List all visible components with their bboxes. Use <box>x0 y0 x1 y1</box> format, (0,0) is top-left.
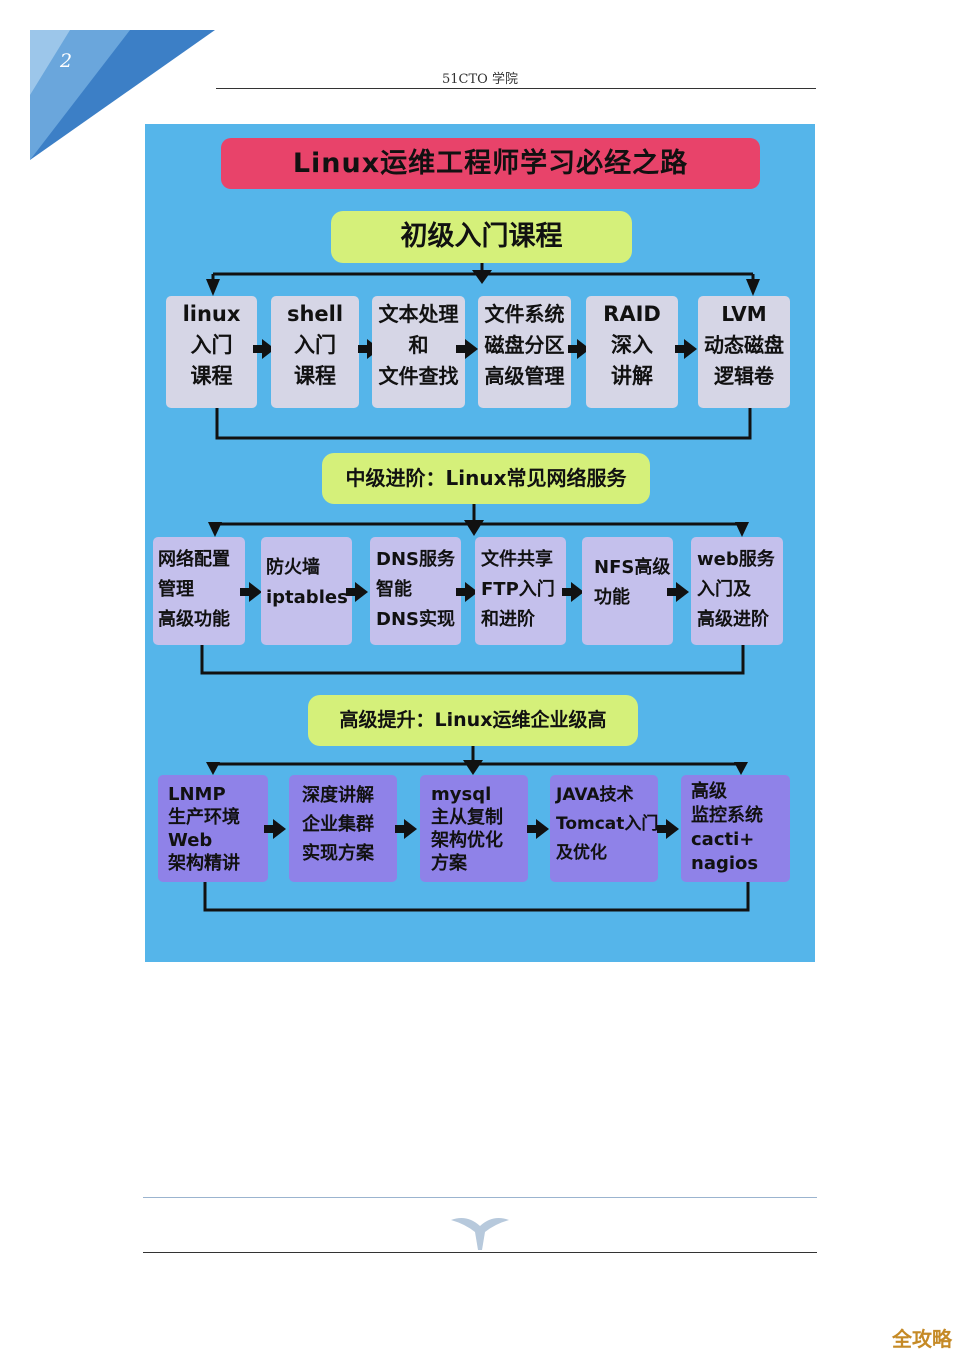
box-line: linux <box>182 302 241 326</box>
box-line: 文件查找 <box>378 364 459 388</box>
box-line: FTP入门 <box>481 579 555 600</box>
stage3-title: 高级提升：Linux运维企业级高 <box>308 695 638 746</box>
box-line: Web <box>168 830 213 851</box>
arrow-right-icon <box>456 339 478 359</box>
arrow-right-icon <box>562 582 584 602</box>
box-line: 逻辑卷 <box>714 364 774 388</box>
box-line: web服务 <box>697 549 775 570</box>
stage2-title: 中级进阶：Linux常见网络服务 <box>322 453 650 504</box>
flow-connectors <box>200 262 760 912</box>
box-line: 智能 <box>376 579 412 600</box>
box-line: 高级管理 <box>484 364 565 388</box>
box-line: 生产环境 <box>168 807 240 828</box>
box-line: 架构精讲 <box>168 853 240 874</box>
box-line: 及优化 <box>556 843 607 863</box>
box-line: 网络配置 <box>158 549 230 570</box>
box-line: 高级 <box>691 781 727 802</box>
box-line: 架构优化 <box>431 830 503 851</box>
header-source: 51CTO 学院 <box>442 72 518 87</box>
box-line: 课程 <box>190 364 233 388</box>
box-line: 高级功能 <box>158 609 230 630</box>
box-line: mysql <box>431 784 492 805</box>
box-line: 深度讲解 <box>302 785 374 806</box>
box-line: cacti+ <box>691 829 755 850</box>
footer-rule-top <box>143 1197 817 1198</box>
stage1-box-lvm: LVM 动态磁盘 逻辑卷 <box>698 296 790 408</box>
box-line: 实现方案 <box>302 843 374 864</box>
arrow-right-icon <box>264 819 286 839</box>
arrow-right-icon <box>456 582 478 602</box>
stage3-box-java: JAVA技术 Tomcat入门 及优化 <box>550 775 658 882</box>
stage3-box-monitoring: 高级 监控系统 cacti+ nagios <box>681 775 790 882</box>
stage2-box-web: web服务 入门及 高级进阶 <box>691 537 783 645</box>
box-line: 讲解 <box>611 364 653 388</box>
stage1-box-text-processing: 文本处理 和 文件查找 <box>372 296 465 408</box>
box-line: NFS高级 <box>594 557 671 578</box>
box-line: 入门 <box>294 333 336 357</box>
box-line: 防火墙 <box>266 557 320 578</box>
page-number: 2 <box>60 50 73 72</box>
box-line: RAID <box>603 302 661 326</box>
stage2-box-firewall: 防火墙 iptables <box>261 537 352 645</box>
stage2-box-dns: DNS服务 智能 DNS实现 <box>370 537 461 645</box>
box-line: 文件共享 <box>481 549 553 570</box>
arrow-right-icon <box>240 582 262 602</box>
box-line: 入门及 <box>697 579 751 600</box>
box-line: 和 <box>408 333 429 357</box>
bird-logo-icon <box>451 1218 509 1250</box>
footer-rule-bottom <box>143 1252 817 1253</box>
box-line: 磁盘分区 <box>484 333 565 357</box>
arrow-right-icon <box>395 819 417 839</box>
box-line: 和进阶 <box>481 609 535 630</box>
arrow-right-icon <box>346 582 368 602</box>
box-line: 功能 <box>594 587 630 608</box>
stage1-box-raid: RAID 深入 讲解 <box>586 296 678 408</box>
stage2-box-network: 网络配置 管理 高级功能 <box>153 537 245 645</box>
box-line: 主从复制 <box>431 807 503 828</box>
box-line: 监控系统 <box>691 805 763 826</box>
box-line: 动态磁盘 <box>704 333 784 357</box>
box-line: Tomcat入门 <box>556 814 659 834</box>
stage3-box-mysql: mysql 主从复制 架构优化 方案 <box>420 775 528 882</box>
box-line: 管理 <box>158 579 194 600</box>
stage3-box-cluster: 深度讲解 企业集群 实现方案 <box>289 775 397 882</box>
stage2-box-nfs: NFS高级 功能 <box>582 537 673 645</box>
poster-title: Linux运维工程师学习必经之路 <box>221 138 760 189</box>
box-line: JAVA技术 <box>556 785 634 805</box>
box-line: iptables <box>266 587 348 608</box>
stage1-box-shell: shell 入门 课程 <box>271 296 359 408</box>
stage2-box-ftp: 文件共享 FTP入门 和进阶 <box>475 537 566 645</box>
stage1-title: 初级入门课程 <box>331 211 632 263</box>
box-line: 文本处理 <box>378 302 459 326</box>
brand-logo-text: 全攻略 <box>892 1327 952 1351</box>
box-line: DNS服务 <box>376 549 455 570</box>
arrow-right-icon <box>527 819 549 839</box>
box-line: 深入 <box>611 333 653 357</box>
corner-decoration <box>30 30 215 160</box>
box-line: 方案 <box>431 853 467 874</box>
roadmap-poster: Linux运维工程师学习必经之路 初级入门课程 linux 入门 课程 shel… <box>145 124 815 962</box>
box-line: 高级进阶 <box>697 609 769 630</box>
box-line: shell <box>286 302 344 326</box>
stage1-box-filesystem: 文件系统 磁盘分区 高级管理 <box>478 296 571 408</box>
box-line: LVM <box>721 302 767 326</box>
stage1-box-linux: linux 入门 课程 <box>166 296 257 408</box>
box-line: 企业集群 <box>302 814 374 835</box>
box-line: nagios <box>691 853 759 874</box>
arrow-right-icon <box>675 339 697 359</box>
header-rule <box>216 88 816 89</box>
arrow-right-icon <box>667 582 689 602</box>
stage3-box-lnmp: LNMP 生产环境 Web 架构精讲 <box>158 775 268 882</box>
box-line: 文件系统 <box>484 302 565 326</box>
box-line: DNS实现 <box>376 609 455 630</box>
box-line: 入门 <box>190 333 233 357</box>
box-line: LNMP <box>168 784 226 805</box>
arrow-right-icon <box>657 819 679 839</box>
box-line: 课程 <box>294 364 336 388</box>
